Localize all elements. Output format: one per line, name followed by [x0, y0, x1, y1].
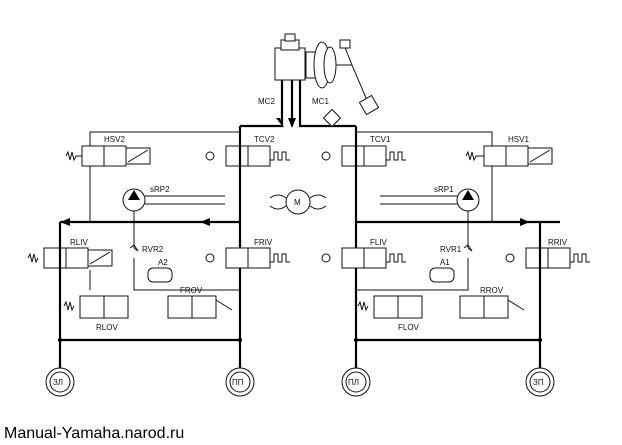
flov-label: FLOV	[398, 323, 420, 332]
hsv2-label: HSV2	[104, 135, 125, 144]
valve-hsv2	[65, 145, 151, 167]
valve-rliv	[27, 247, 113, 269]
fliv-label: FLIV	[370, 238, 388, 247]
valve-rlov	[63, 295, 129, 319]
valve-hsv1	[465, 145, 553, 167]
wheel-front-right	[225, 367, 255, 397]
frov-label: FROV	[180, 286, 203, 295]
wheel-front-left-label: ПЛ	[348, 378, 359, 387]
valve-flov	[357, 295, 423, 319]
mc1-label: MC1	[312, 97, 329, 106]
wheel-rear-right-label: ЗП	[533, 378, 544, 387]
rlov-label: RLOV	[96, 323, 118, 332]
wheel-rear-right	[525, 367, 555, 397]
rvr1-label: RVR1	[440, 245, 462, 254]
valve-rriv	[505, 247, 590, 269]
wheel-rear-left	[45, 367, 75, 397]
tcv2-label: TCV2	[254, 135, 275, 144]
a2-label: A2	[158, 258, 168, 267]
srp1-label: sRP1	[434, 185, 454, 194]
watermark-text: Manual-Yamaha.narod.ru	[4, 425, 184, 442]
motor-label: M	[294, 198, 301, 207]
wheel-front-left	[341, 367, 371, 397]
hsv1-label: HSV1	[508, 135, 529, 144]
master-cylinder	[274, 33, 380, 116]
valve-fliv	[321, 247, 406, 269]
wheel-rear-left-label: ЗЛ	[53, 378, 63, 387]
valve-rrov	[459, 295, 525, 319]
mc2-label: MC2	[258, 97, 275, 106]
rriv-label: RRIV	[548, 238, 568, 247]
valve-frov	[167, 295, 233, 319]
rliv-label: RLIV	[70, 238, 88, 247]
a1-label: A1	[440, 258, 450, 267]
pump-srp1	[380, 188, 480, 212]
tcv1-label: TCV1	[370, 135, 391, 144]
friv-label: FRIV	[254, 238, 273, 247]
wheel-front-right-label: ПП	[232, 378, 244, 387]
srp2-label: sRP2	[150, 185, 170, 194]
rvr2-label: RVR2	[142, 245, 164, 254]
pump-motor	[269, 189, 327, 215]
valve-friv	[205, 247, 290, 269]
rrov-label: RROV	[480, 286, 504, 295]
valve-tcv1	[321, 145, 406, 167]
pump-srp2	[122, 188, 225, 212]
valve-tcv2	[205, 145, 290, 167]
